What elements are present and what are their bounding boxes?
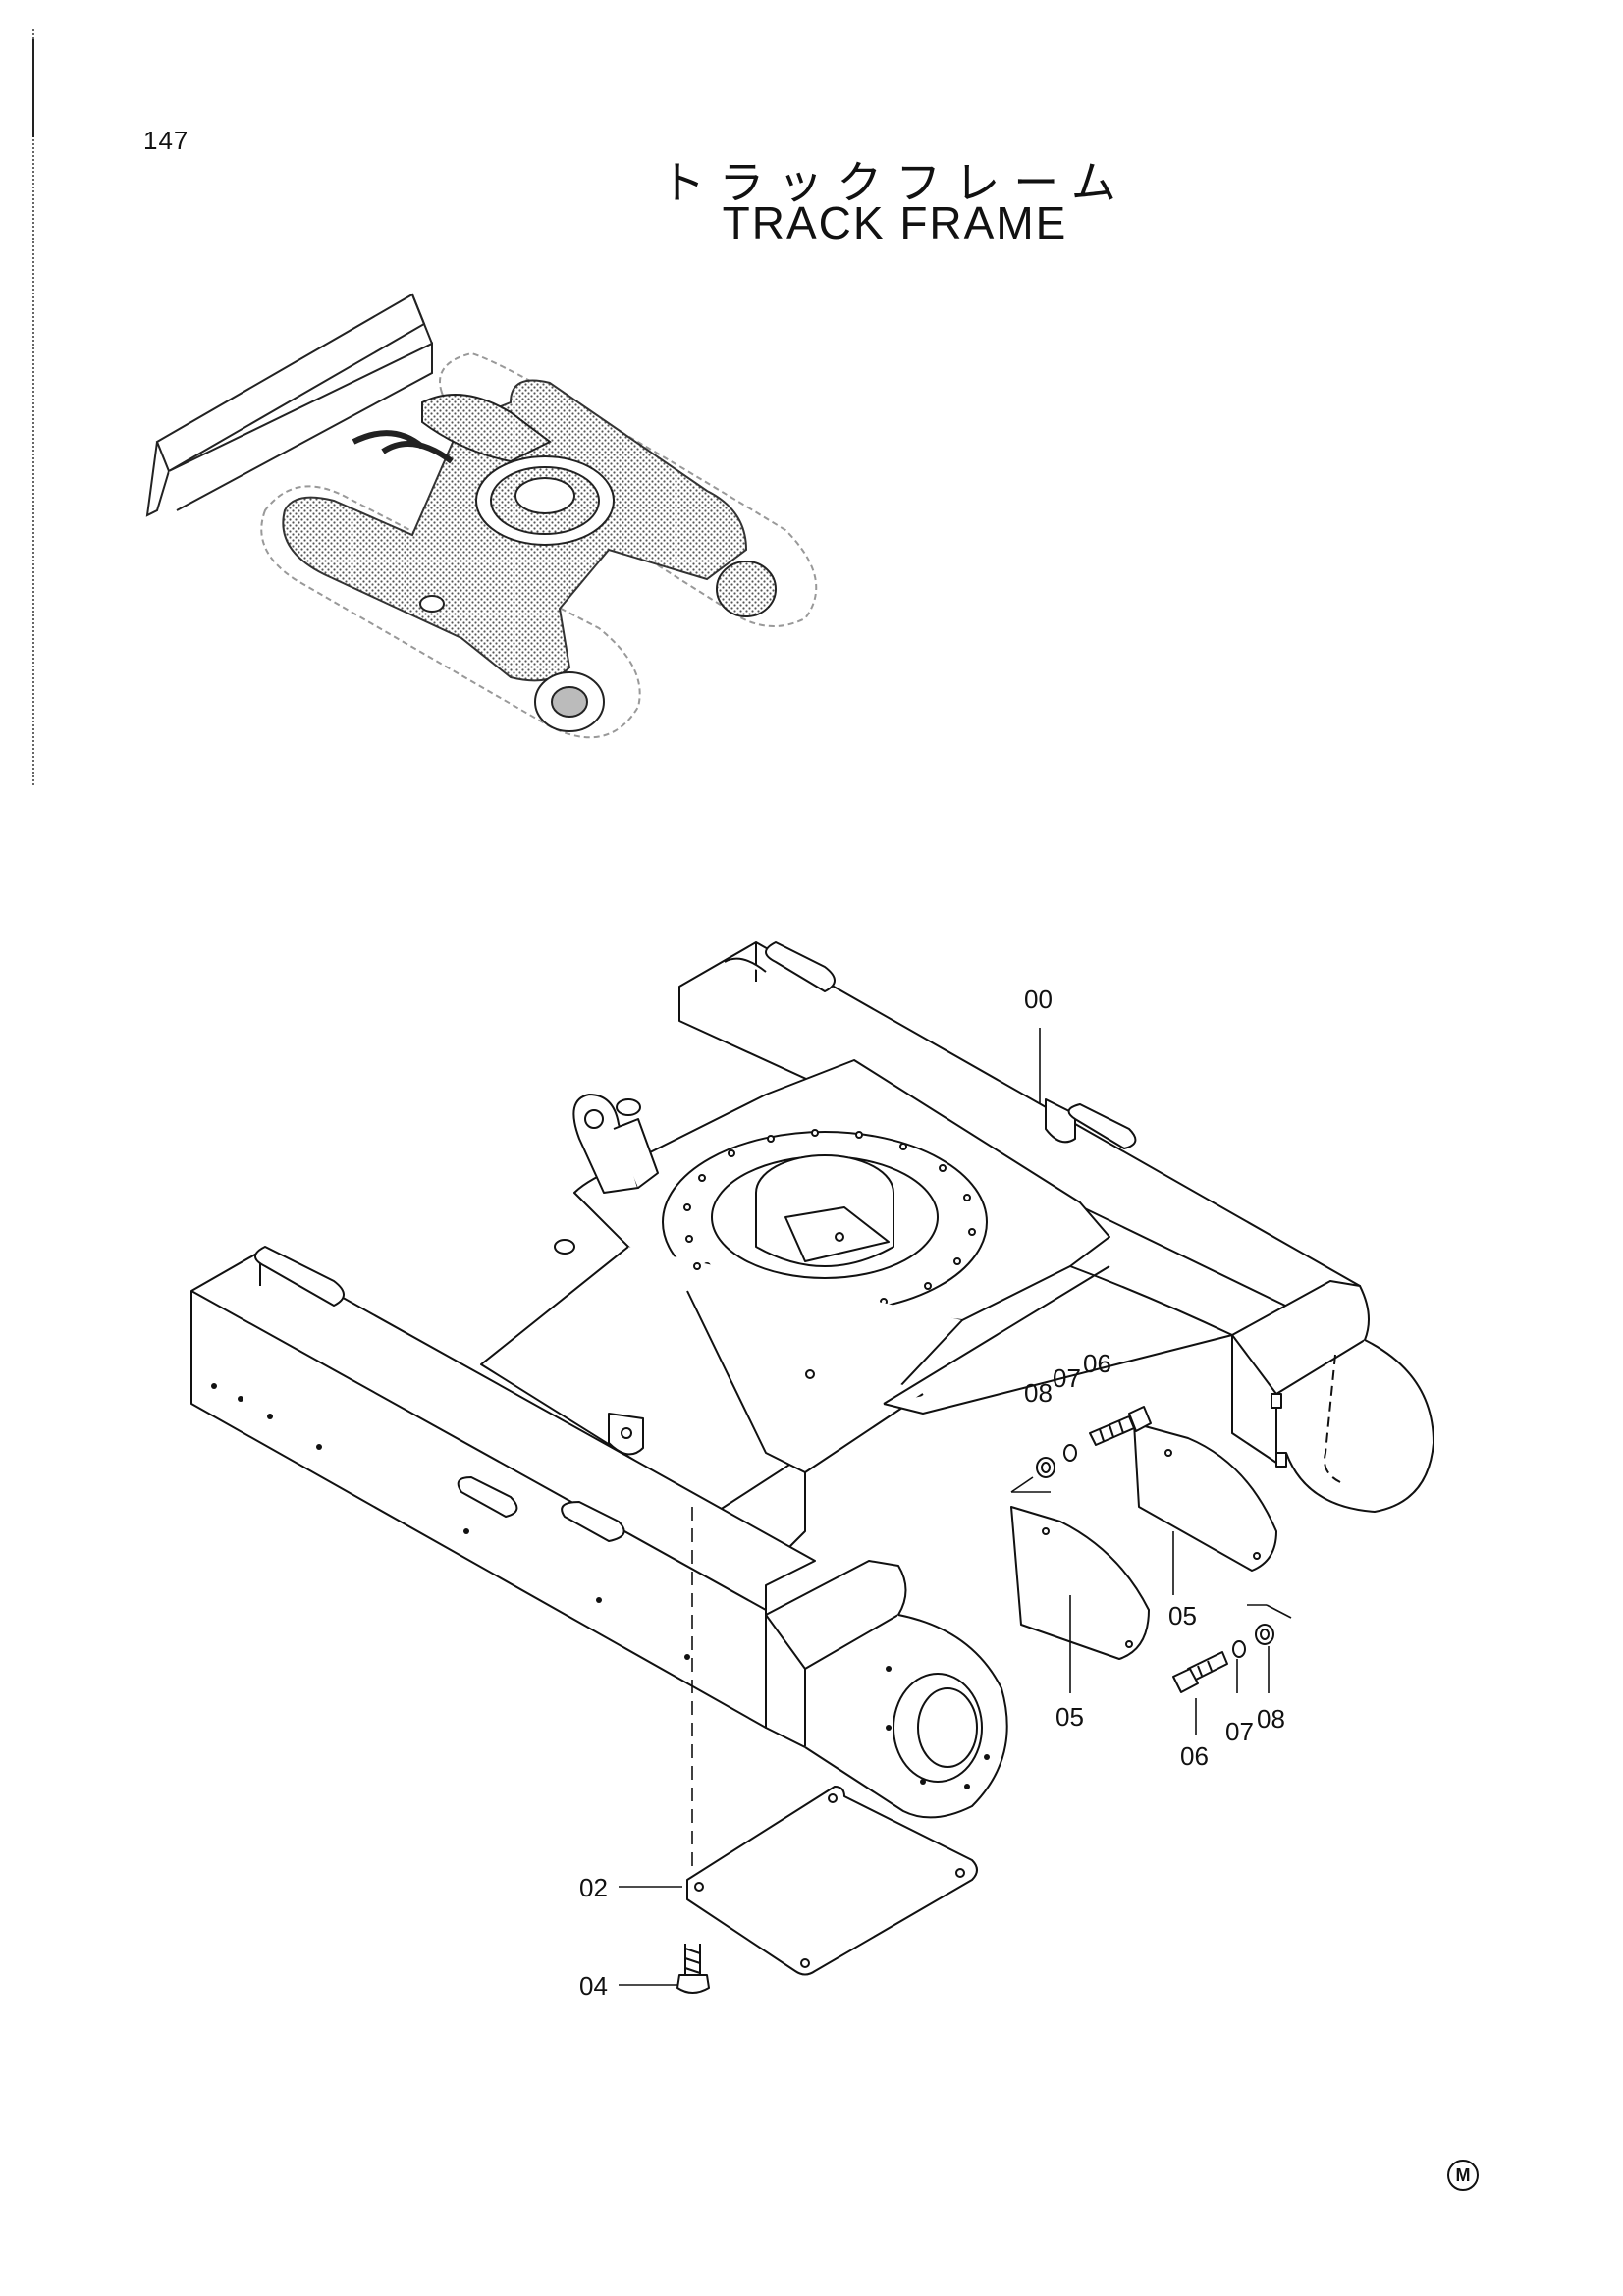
bolt-04 xyxy=(676,1944,710,1994)
rail-slot-left-1 xyxy=(457,1476,518,1518)
callout-00: 00 xyxy=(1024,985,1053,1014)
callout-07-upper: 07 xyxy=(1053,1363,1081,1393)
callout-02: 02 xyxy=(579,1873,608,1902)
leader-lines xyxy=(619,1028,1292,1986)
callout-labels: 00 02 04 05 05 06 06 07 07 08 08 xyxy=(579,985,1285,2001)
callout-08-upper: 08 xyxy=(1024,1378,1053,1408)
callout-08-lower: 08 xyxy=(1257,1704,1285,1734)
track-frame-main-view xyxy=(190,941,1434,1994)
rail-window-right-2 xyxy=(1067,1103,1137,1149)
callout-05-rear: 05 xyxy=(1168,1601,1197,1630)
rail-slot-left-2 xyxy=(561,1501,625,1542)
rear-boss-right xyxy=(1231,1280,1434,1513)
front-boss xyxy=(765,1560,1008,1819)
callout-06-upper: 06 xyxy=(1083,1349,1111,1378)
rail-window-right xyxy=(765,941,836,992)
drive-sprocket xyxy=(716,561,777,617)
bolt-06-upper xyxy=(1089,1406,1152,1446)
dozer-blade xyxy=(145,293,433,517)
guard-plate-05-front xyxy=(1010,1506,1150,1660)
washer-07-lower xyxy=(1232,1640,1246,1658)
maker-mark: M xyxy=(1447,2160,1479,2191)
bolt-06-lower xyxy=(1172,1651,1228,1693)
guard-plate-05-rear xyxy=(1133,1422,1277,1572)
rail-holes-left xyxy=(211,1383,690,1660)
side-rail-left xyxy=(190,1246,816,1729)
callout-07-lower: 07 xyxy=(1225,1717,1254,1746)
center-body xyxy=(480,1059,1233,1572)
cover-plate-02 xyxy=(686,1786,978,1976)
track-outline-right xyxy=(439,351,818,627)
machine-locator-view xyxy=(145,293,818,739)
binding-edge-mark xyxy=(32,39,34,137)
page-title-japanese: トラックフレーム xyxy=(660,156,1130,209)
callout-06-lower: 06 xyxy=(1180,1741,1209,1771)
callout-04: 04 xyxy=(579,1971,608,2001)
washer-07-upper xyxy=(1063,1444,1077,1462)
binding-edge xyxy=(32,29,35,785)
rail-window-left xyxy=(254,1246,345,1307)
page-number: 147 xyxy=(143,126,189,155)
callout-05-front: 05 xyxy=(1055,1702,1084,1732)
cylinder-bracket xyxy=(554,1094,659,1255)
page-title: TRACK FRAME xyxy=(722,197,1068,248)
